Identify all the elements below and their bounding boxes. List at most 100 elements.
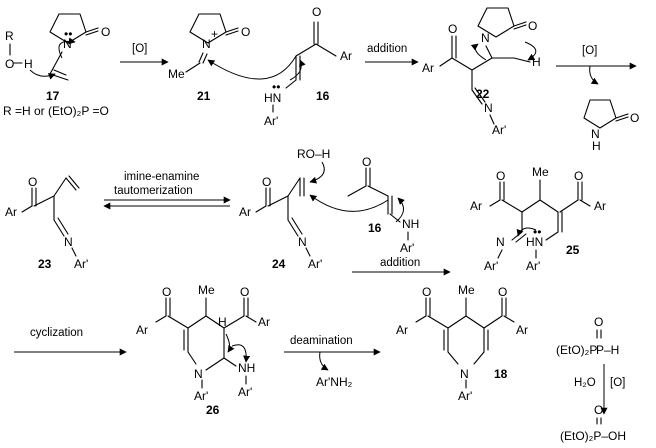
atom-o-ro: O (5, 57, 14, 71)
atom-o-2: O (594, 403, 603, 417)
atom-ar-2: Ar (594, 199, 606, 213)
reagent-addition1: addition (367, 43, 407, 55)
curly-arrow (58, 37, 76, 59)
atom-ar-prime: Ar' (458, 389, 472, 403)
atom-ar-2: Ar (258, 315, 270, 329)
atom-h-ro: H (24, 57, 33, 71)
compound-21: O N + Me 21 (168, 13, 250, 103)
compound-24: O Ar N Ar' 24 RO–H (239, 147, 330, 271)
atom-ar: Ar (239, 205, 251, 219)
reagent-ox1: [O] (132, 43, 147, 55)
compound-18: O Ar Me O Ar N Ar' 18 (396, 283, 528, 403)
reagent-deamination: deamination (290, 335, 353, 347)
reagent-tautomerization: tautomerization (114, 185, 193, 197)
atom-ar: Ar (340, 49, 352, 63)
atom-o: O (101, 25, 110, 39)
atom-hn: HN (526, 235, 543, 249)
atom-o: O (262, 175, 271, 189)
atom-ar-2: Ar (516, 323, 528, 337)
atom-ar: Ar (5, 205, 17, 219)
atom-o-2: O (574, 169, 583, 183)
charge-plus: + (211, 27, 218, 41)
atom-n-imine: N (484, 101, 493, 115)
compound-16-a: O Ar HN •• Ar' 16 (207, 5, 352, 128)
curly-arrow (516, 227, 537, 237)
atom-ar-prime: Ar' (194, 389, 208, 403)
label-25: 25 (566, 243, 580, 257)
curly-arrow (29, 69, 56, 80)
compound-16-b: O NH Ar' 16 (309, 155, 419, 255)
curly-arrow (524, 41, 537, 61)
atom-me: Me (458, 283, 475, 297)
curly-arrow (395, 197, 405, 223)
atom-o: O (241, 25, 250, 39)
atom-nh: NH (402, 217, 419, 231)
label-17: 17 (46, 89, 60, 103)
atom-ar: Ar (470, 199, 482, 213)
compound-17: O N •• R O H 17 R =H or (EtO)₂P =O (3, 13, 110, 118)
atom-ar-prime-2: Ar' (238, 385, 252, 399)
atom-o: O (496, 169, 505, 183)
label-18: 18 (494, 367, 508, 381)
curly-arrow (231, 344, 251, 363)
atom-n: N (64, 235, 73, 249)
compound-25: O Ar Me O Ar N Ar' HN •• Ar' 25 (470, 165, 606, 273)
curly-arrow (470, 43, 487, 61)
lone-pair: •• (272, 80, 280, 94)
arrow-byproduct (589, 65, 599, 85)
pyrrolidinone: O N H (583, 99, 639, 153)
atom-ar-prime: Ar' (74, 257, 88, 271)
atom-o-2: O (498, 285, 507, 299)
atom-n-imine: N (496, 235, 505, 249)
atom-o: O (528, 19, 537, 33)
atom-ar-prime-2: Ar' (526, 259, 540, 273)
atom-eto2p-oh: (EtO)₂P–OH (560, 429, 626, 443)
atom-n-ring: N (460, 367, 469, 381)
lone-pair: •• (533, 225, 541, 239)
atom-o: O (312, 5, 321, 19)
atom-hn: HN (264, 91, 281, 105)
r-definition: R =H or (EtO)₂P =O (3, 104, 109, 118)
atom-ar-prime: Ar' (308, 257, 322, 271)
reagent-ox3: [O] (610, 377, 625, 389)
atom-o: O (594, 315, 603, 329)
atom-o: O (422, 285, 431, 299)
label-21: 21 (197, 89, 211, 103)
curly-arrow-attack (309, 194, 389, 212)
atom-r: R (5, 29, 14, 43)
atom-ar: Ar (396, 323, 408, 337)
atom-ar-prime: Ar' (400, 241, 414, 255)
atom-n: N (591, 127, 600, 141)
atom-n-ring: N (194, 367, 203, 381)
atom-n: N (63, 37, 72, 51)
atom-ph: P–H (596, 343, 619, 357)
atom-ar: Ar (136, 323, 148, 337)
phosphite-oxidation: O (EtO)₂P P–H H₂O [O] O (EtO)₂P–OH (556, 315, 626, 443)
atom-o: O (28, 175, 37, 189)
curly-arrow (289, 59, 306, 81)
atom-h: H (532, 55, 541, 69)
atom-o: O (162, 285, 171, 299)
curly-arrow (309, 161, 325, 184)
compound-26: O Ar Me H O Ar N Ar' NH Ar' 26 (136, 283, 270, 417)
atom-o: O (362, 155, 371, 169)
reagent-h2o: H₂O (574, 377, 596, 389)
label-24: 24 (272, 257, 286, 271)
atom-h: H (592, 139, 601, 153)
atom-h: H (218, 315, 227, 329)
label-16: 16 (368, 221, 382, 235)
atom-ar-prime: Ar' (264, 114, 278, 128)
label-23: 23 (38, 257, 52, 271)
atom-ar-prime: Ar' (492, 123, 506, 137)
curly-arrow-attack (207, 55, 297, 80)
curly-arrow (225, 333, 235, 353)
reagent-cyclization: cyclization (30, 327, 83, 339)
reagent-imine-enamine: imine-enamine (124, 171, 199, 183)
compound-23: O Ar N Ar' 23 (5, 175, 88, 271)
atom-n: N (298, 235, 307, 249)
atom-o: O (630, 111, 639, 125)
atom-me: Me (532, 165, 549, 179)
atom-o-2: O (240, 285, 249, 299)
atom-nh: NH (238, 361, 255, 375)
compound-22: O N H O Ar N Ar' 22 (422, 7, 541, 137)
